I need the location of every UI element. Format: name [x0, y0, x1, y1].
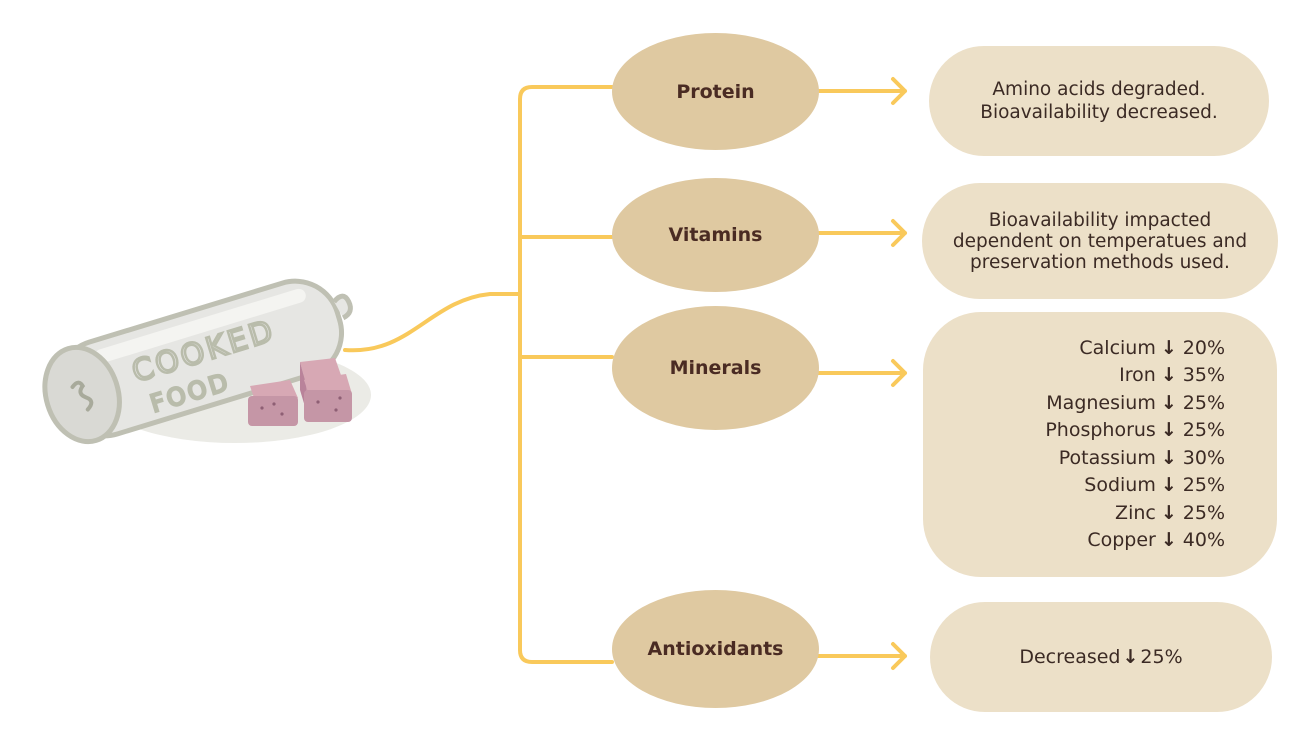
category-label: Antioxidants [647, 638, 784, 660]
down-arrow-icon: ↓ [1160, 336, 1177, 359]
antioxidants-description: Decreased ↓ 25% [930, 602, 1272, 712]
mineral-row: Sodium ↓ 25% [1084, 472, 1225, 500]
mineral-value: 40% [1182, 529, 1225, 551]
mineral-name: Sodium [1084, 474, 1156, 496]
mineral-row: Phosphorus ↓ 25% [1045, 417, 1225, 445]
mineral-name: Calcium [1079, 336, 1156, 359]
mineral-list: Calcium ↓ 20% Iron ↓ 35% Magnesium ↓ 25%… [1045, 335, 1225, 555]
antioxidants-value: 25% [1140, 645, 1183, 668]
mineral-value: 25% [1182, 474, 1225, 496]
mineral-row: Copper ↓ 40% [1087, 527, 1225, 555]
down-arrow-icon: ↓ [1160, 474, 1177, 496]
mineral-value: 20% [1182, 336, 1225, 359]
mineral-row: Iron ↓ 35% [1119, 362, 1225, 390]
meat-cube [248, 380, 298, 426]
arrow-protein [816, 77, 907, 105]
category-antioxidants: Antioxidants [612, 590, 819, 708]
category-label: Vitamins [668, 224, 763, 246]
mineral-value: 35% [1182, 364, 1225, 386]
root-connector [343, 292, 522, 353]
category-label: Protein [676, 80, 755, 103]
description-line: preservation methods used. [970, 251, 1230, 273]
mineral-row: Calcium ↓ 20% [1079, 335, 1225, 363]
connector-lines [343, 77, 907, 670]
cooked-food-illustration: COOKED FOOD [42, 278, 371, 445]
down-arrow-icon: ↓ [1122, 645, 1139, 668]
category-protein: Protein [612, 33, 819, 150]
sausage-roll: COOKED FOOD [42, 278, 353, 445]
mineral-value: 25% [1182, 419, 1225, 441]
minerals-description: Calcium ↓ 20% Iron ↓ 35% Magnesium ↓ 25%… [923, 312, 1277, 577]
mineral-name: Phosphorus [1045, 419, 1156, 441]
mineral-name: Copper [1087, 529, 1156, 551]
arrow-antioxidants [816, 642, 907, 670]
mineral-value: 25% [1182, 501, 1225, 524]
arrow-minerals [816, 359, 907, 387]
category-label: Minerals [669, 357, 762, 379]
description-line: Bioavailability impacted [988, 209, 1212, 231]
protein-description: Amino acids degraded. Bioavailability de… [929, 46, 1269, 156]
down-arrow-icon: ↓ [1160, 446, 1177, 469]
antioxidants-value-row: Decreased ↓ 25% [1019, 646, 1182, 669]
description-line: Bioavailability decreased. [980, 102, 1218, 123]
down-arrow-icon: ↓ [1160, 501, 1177, 524]
mineral-row: Magnesium ↓ 25% [1046, 390, 1225, 418]
arrow-vitamins [816, 219, 907, 247]
mineral-name: Iron [1119, 364, 1156, 386]
down-arrow-icon: ↓ [1160, 364, 1177, 386]
down-arrow-icon: ↓ [1160, 529, 1177, 551]
mineral-name: Magnesium [1046, 391, 1156, 414]
mineral-value: 25% [1182, 391, 1225, 414]
down-arrow-icon: ↓ [1160, 391, 1177, 414]
vitamins-description: Bioavailability impacted dependent on te… [922, 183, 1278, 299]
antioxidants-label: Decreased [1019, 645, 1121, 668]
down-arrow-icon: ↓ [1160, 419, 1177, 441]
mineral-row: Potassium ↓ 30% [1059, 445, 1225, 473]
description-line: Amino acids degraded. [992, 79, 1206, 100]
mineral-name: Zinc [1115, 501, 1156, 524]
branch-trunk [518, 85, 614, 664]
mineral-name: Potassium [1058, 446, 1156, 469]
meat-cubes [248, 358, 352, 426]
meat-cube [304, 374, 352, 422]
description-line: dependent on temperatues and [952, 230, 1248, 252]
mineral-row: Zinc ↓ 25% [1115, 500, 1225, 528]
category-vitamins: Vitamins [612, 178, 819, 292]
mineral-value: 30% [1182, 446, 1225, 469]
category-minerals: Minerals [612, 306, 819, 430]
